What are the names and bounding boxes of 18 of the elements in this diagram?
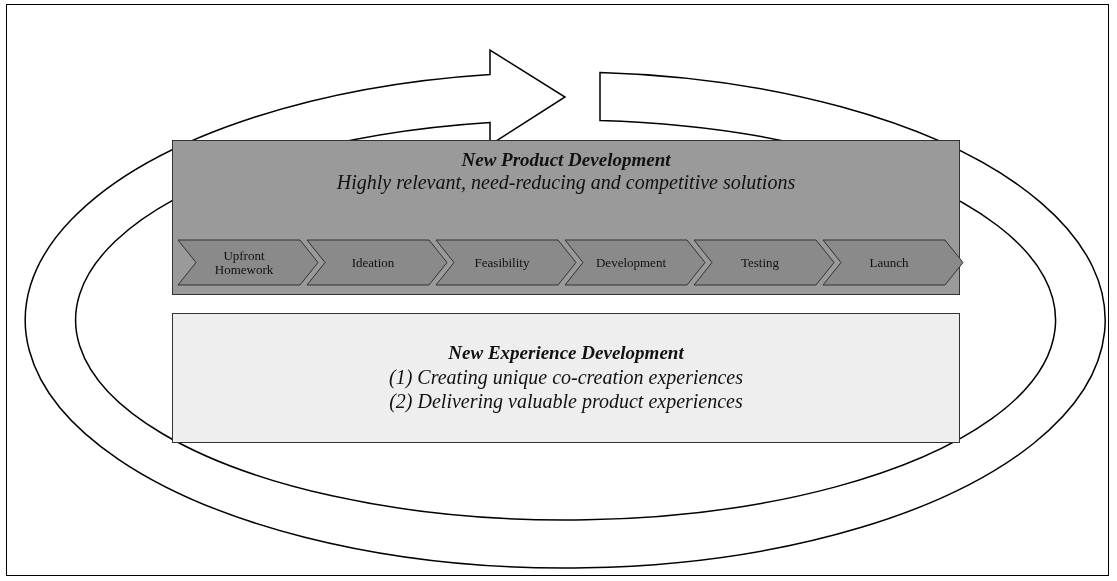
process-step <box>564 239 706 286</box>
step-label: Launch <box>869 255 909 270</box>
step-label: Development <box>595 255 666 270</box>
process-step <box>693 239 835 286</box>
box-title: New Product Development <box>461 149 671 170</box>
box-title: New Experience Development <box>448 342 684 363</box>
step-label: Upfront Homework <box>213 248 275 277</box>
box-subtitle: (2) Delivering valuable product experiences <box>389 390 743 412</box>
process-box <box>172 313 960 443</box>
box-subtitle: Highly relevant, need-reducing and competitive solutions <box>336 171 796 193</box>
step-label: Ideation <box>351 255 395 270</box>
step-label: Feasibility <box>474 255 530 270</box>
step-label: Testing <box>740 255 780 270</box>
process-step <box>177 239 319 286</box>
process-step <box>435 239 577 286</box>
process-step <box>306 239 448 286</box>
process-step <box>822 239 964 286</box>
box-subtitle: (1) Creating unique co-creation experiences <box>389 366 743 388</box>
